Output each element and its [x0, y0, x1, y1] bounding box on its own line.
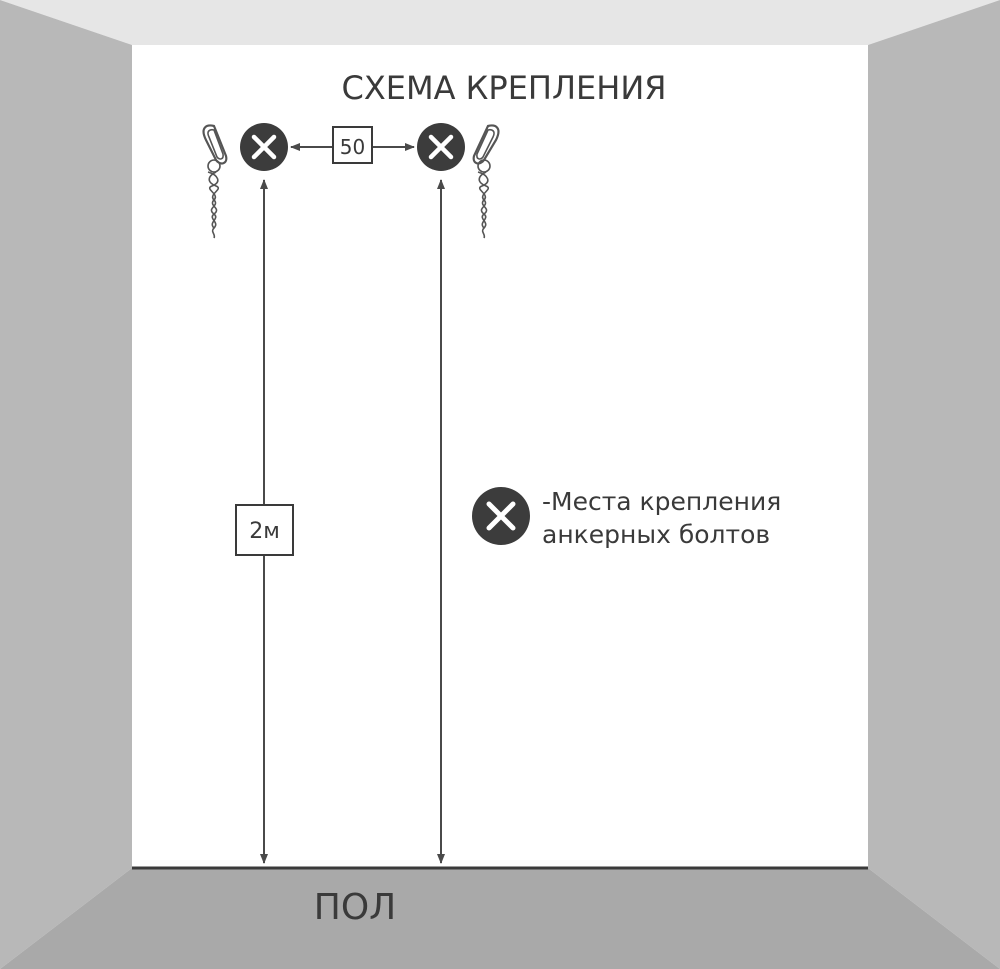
right-wall	[868, 0, 1000, 969]
legend-text-line1: -Места крепления	[542, 487, 781, 516]
spacing-label-box	[332, 126, 373, 164]
right-rope-icon	[472, 124, 500, 239]
ceiling	[0, 0, 1000, 45]
height-label: 2м	[249, 519, 280, 544]
legend-anchor-marker-icon	[472, 487, 530, 545]
left-rope-icon	[202, 124, 228, 239]
right-anchor-marker-icon	[417, 123, 465, 171]
floor-label: ПОЛ	[314, 887, 396, 928]
back-wall	[132, 45, 868, 868]
legend-text-line2: анкерных болтов	[542, 520, 770, 549]
diagram-title: СХЕМА КРЕПЛЕНИЯ	[342, 69, 667, 107]
height-label-box	[235, 504, 294, 556]
spacing-label: 50	[340, 135, 365, 159]
floor	[0, 868, 1000, 969]
left-anchor-marker-icon	[240, 123, 288, 171]
left-wall	[0, 0, 132, 969]
